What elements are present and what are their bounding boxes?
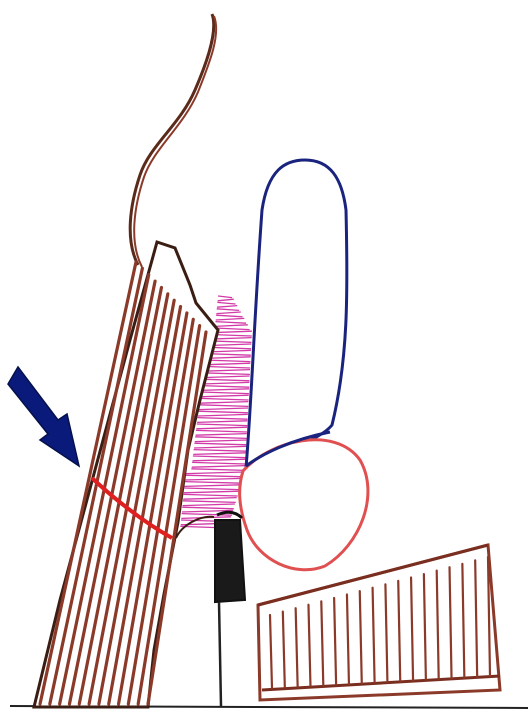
wavy-brown-line: [130, 14, 216, 267]
brown-striped-bone: [34, 242, 218, 707]
blue-outline-shape: [246, 160, 347, 468]
black-bar: [215, 512, 245, 602]
arrow-icon: [8, 367, 79, 466]
vertical-line: [219, 602, 221, 706]
red-oval-shape: [240, 440, 368, 570]
